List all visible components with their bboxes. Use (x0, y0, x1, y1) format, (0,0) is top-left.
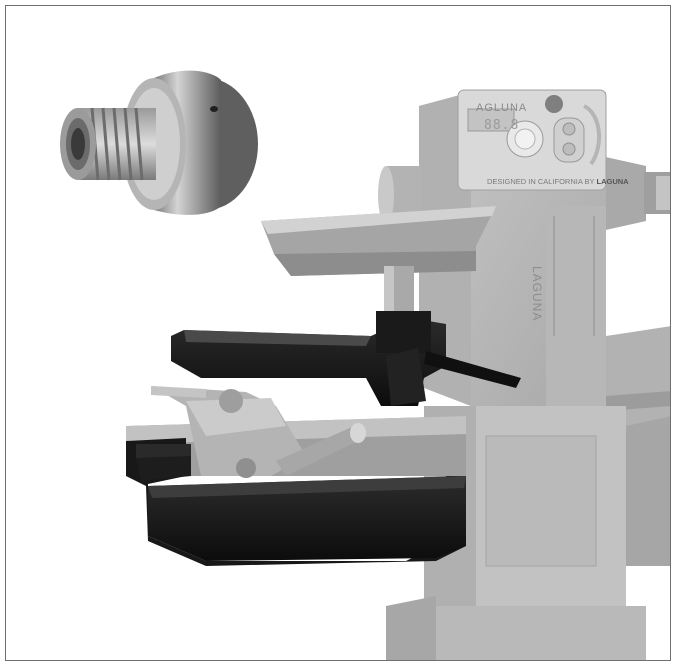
designed-label: DESIGNED IN CALIFORNIA BY LAGUNA (487, 177, 629, 186)
image-frame: AGLUNA 88.8 DESIGNED IN CALIFORNIA BY LA… (5, 5, 671, 661)
lathe-body (126, 89, 670, 660)
control-panel-brand: AGLUNA (476, 102, 528, 114)
speed-display: 88.8 (484, 118, 520, 133)
banjo (151, 386, 366, 478)
bed-extension (126, 438, 466, 566)
lathe-illustration (60, 70, 670, 660)
tool-rest (261, 206, 496, 316)
headstock-side-label: LAGUNA (530, 266, 544, 322)
spindle-adapter (60, 70, 258, 215)
designed-text: DESIGNED IN CALIFORNIA BY (487, 177, 595, 186)
extension-arm (171, 311, 521, 406)
designed-brand: LAGUNA (596, 177, 629, 186)
